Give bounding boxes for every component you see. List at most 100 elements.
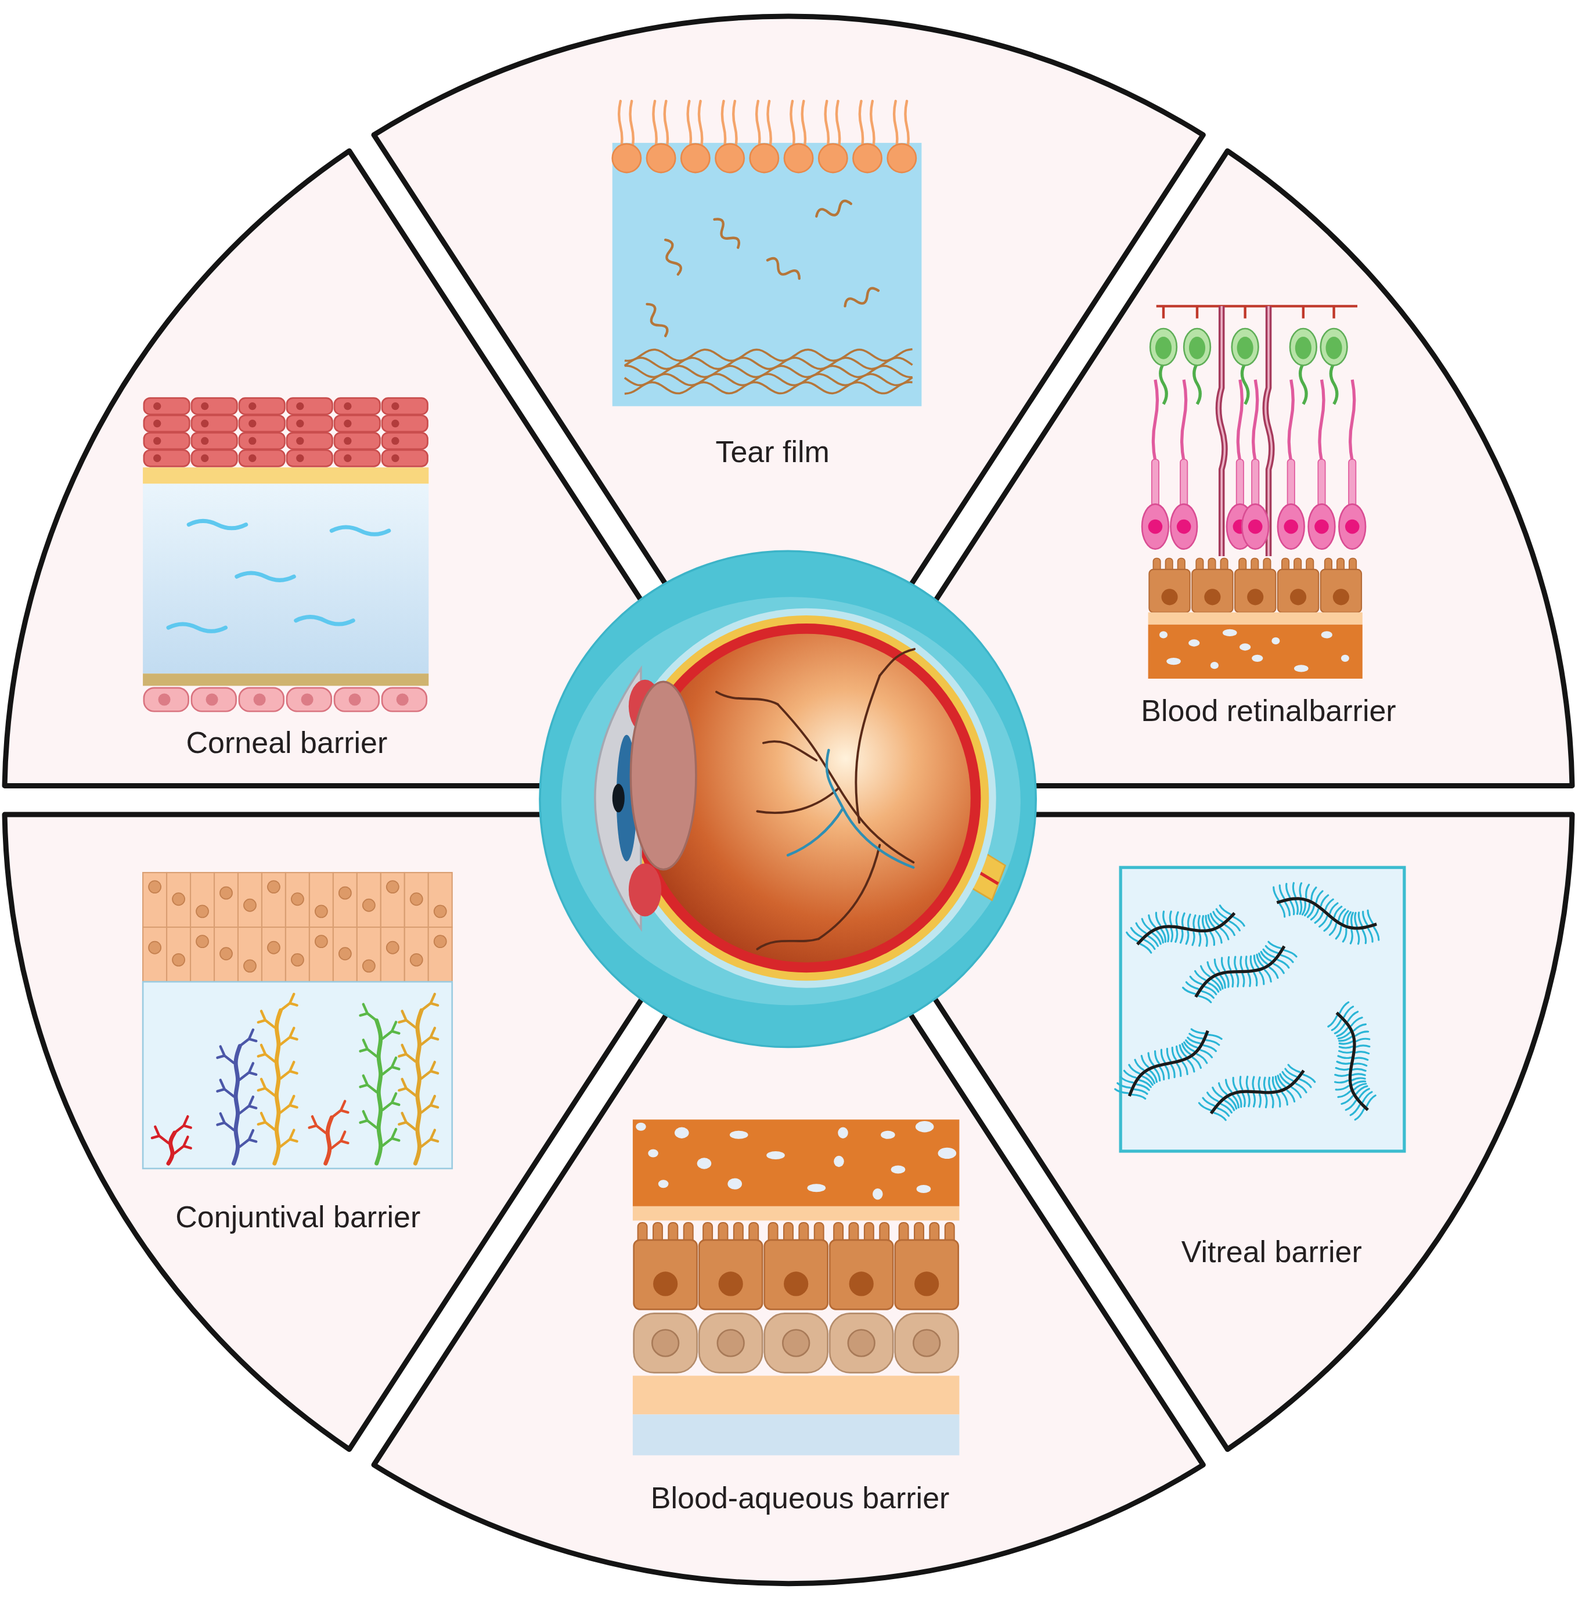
cell-nucleus	[1290, 588, 1307, 605]
barrier-label: Vitreal barrier	[1181, 1234, 1362, 1270]
endothelial-cell	[191, 687, 237, 712]
vessel-branch	[398, 1045, 416, 1062]
mucin-layer	[624, 373, 913, 385]
vitreous-box	[1120, 867, 1405, 1152]
cell-nucleus	[1161, 588, 1178, 605]
microvillus	[1337, 558, 1345, 579]
polymer-bristles	[1194, 1046, 1319, 1139]
microvillus	[1177, 558, 1185, 579]
sector-shape	[4, 814, 682, 1450]
ganglion-axon	[1241, 363, 1249, 405]
mucin-layer	[624, 382, 913, 394]
ganglion-axon	[1194, 363, 1201, 405]
microvillus	[798, 1222, 809, 1250]
vessel-branch	[331, 1132, 348, 1149]
pore	[1222, 629, 1238, 637]
vessel-branch	[421, 1130, 438, 1147]
cell-nucleus	[339, 947, 352, 960]
epithelial-cell	[286, 432, 333, 449]
cell-nucleus	[1295, 336, 1312, 360]
cell-nucleus	[362, 959, 376, 972]
polymer-chain	[1265, 877, 1387, 950]
photoreceptor-axon	[1319, 379, 1324, 508]
microvillus	[1263, 558, 1271, 579]
epithelial-cell	[191, 398, 238, 415]
cell-nucleus	[1155, 336, 1172, 360]
cell-nucleus	[296, 437, 304, 445]
tear-film-art	[612, 101, 922, 407]
epithelial-cell	[191, 449, 238, 467]
mucin-layer	[624, 365, 913, 378]
vessel-branch	[280, 1028, 297, 1045]
descemet-membrane	[142, 673, 429, 686]
cell-nucleus	[196, 905, 209, 918]
epithelial-cell	[214, 927, 239, 982]
cell-nucleus	[1283, 519, 1299, 535]
cell-nucleus	[651, 1330, 679, 1357]
microvillus	[1281, 558, 1289, 579]
vessel-branch	[421, 993, 438, 1011]
retinal-vessel	[855, 675, 880, 823]
fiber-tick	[1162, 305, 1165, 319]
microvillus	[1294, 558, 1302, 579]
polymer-backbone	[1327, 1010, 1377, 1113]
cell-nucleus	[157, 693, 171, 706]
epithelial-cell	[382, 415, 428, 432]
epithelial-cell	[646, 143, 676, 173]
epithelial-cell	[143, 449, 190, 467]
cell-nucleus	[343, 454, 352, 463]
pore	[872, 1188, 884, 1200]
mucin-layer	[624, 357, 913, 369]
epithelial-cell	[380, 927, 405, 982]
ganglion-cell	[1320, 328, 1348, 366]
ganglion-cell	[1231, 328, 1259, 366]
cell-nucleus	[1237, 336, 1254, 360]
cell-nucleus	[848, 1330, 875, 1357]
vessel-branch	[360, 1111, 377, 1128]
microvillus	[718, 1222, 729, 1250]
cell-nucleus	[391, 454, 399, 463]
cell-nucleus	[362, 899, 376, 912]
microvillus	[618, 101, 622, 151]
photoreceptor-body	[1241, 503, 1269, 549]
stroma	[142, 483, 429, 674]
ganglion-cell	[1290, 328, 1317, 366]
blood-vessel	[233, 1046, 241, 1164]
pore	[1159, 631, 1168, 639]
photoreceptor-segment	[1180, 459, 1188, 508]
fiber-tick	[1243, 305, 1246, 319]
vessel-branch	[398, 1010, 416, 1028]
microvillus	[833, 1222, 843, 1250]
microvillus	[870, 101, 874, 151]
retinal-vessel	[757, 787, 839, 813]
cornea	[595, 668, 641, 929]
cell-nucleus	[220, 947, 233, 960]
photoreceptor-axon	[1253, 379, 1258, 508]
pore	[1251, 654, 1263, 662]
photoreceptor-body	[1226, 503, 1254, 549]
vessel-branch	[217, 1113, 234, 1130]
rpe-cell	[1148, 569, 1190, 613]
pore	[1166, 657, 1181, 665]
pore	[1321, 631, 1333, 639]
barrier-label: Blood retinalbarrier	[1140, 693, 1396, 729]
pore	[880, 1130, 896, 1140]
barrier-label: Conjuntival barrier	[175, 1200, 421, 1235]
cell-nucleus	[200, 419, 209, 428]
retinal-vessel	[777, 704, 914, 863]
cell-nucleus	[296, 402, 304, 410]
vessel-branch	[239, 1029, 257, 1047]
vessel-branch	[398, 1079, 416, 1096]
epithelial-cell	[357, 927, 381, 982]
barrier-label: Blood-aqueous barrier	[650, 1481, 950, 1516]
retinal-vessel	[879, 649, 915, 676]
cell-nucleus	[391, 402, 399, 410]
vessel-branch	[258, 1112, 275, 1130]
pigmented-cell	[829, 1313, 893, 1373]
polymer-bristles	[1265, 877, 1387, 950]
microvillus	[825, 101, 829, 151]
sclera	[616, 608, 997, 989]
aqueous-band	[632, 1414, 960, 1455]
conjunctiva-art	[142, 872, 453, 1169]
cell-nucleus	[653, 1271, 678, 1296]
